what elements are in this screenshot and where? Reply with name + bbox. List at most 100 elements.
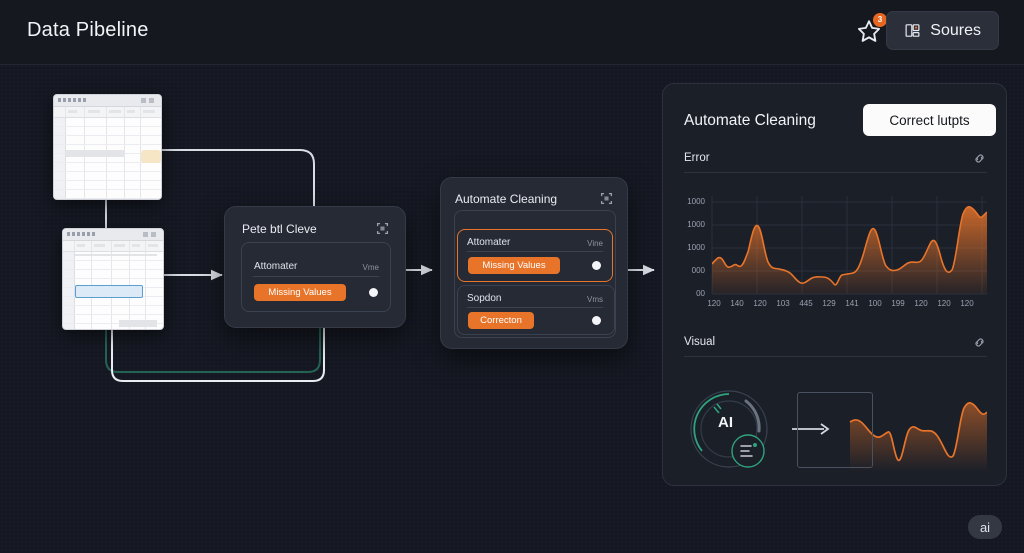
sheet-grid — [63, 252, 163, 329]
param-unit: Vme — [362, 263, 379, 272]
visual-section-label: Visual — [684, 336, 716, 348]
x-tick-label: 199 — [891, 299, 905, 308]
table-row — [54, 127, 161, 136]
page-title: Data Pibeline — [27, 19, 149, 41]
sheet-grid — [54, 118, 161, 200]
param-label: Attomater — [254, 261, 298, 272]
node-card[interactable]: Pete btl Cleve Attomater Vme Missing Val… — [224, 206, 406, 328]
error-section-label: Error — [684, 152, 710, 164]
error-chart-svg — [711, 196, 987, 295]
param-row[interactable]: Attomater Vme Missing Values — [242, 243, 390, 313]
y-tick-label: 000 — [691, 266, 705, 275]
sheet-column-headers — [63, 241, 163, 252]
sources-label: Soures — [930, 21, 981, 39]
table-row — [54, 181, 161, 190]
x-tick-label: 140 — [730, 299, 744, 308]
param-unit: Vms — [587, 295, 603, 304]
y-tick-label: 1000 — [687, 243, 705, 252]
x-tick-label: 120 — [707, 299, 721, 308]
node-card[interactable]: Automate Cleaning Attomater Vine Missing… — [440, 177, 628, 349]
table-row — [63, 315, 163, 324]
visual-svg — [690, 390, 988, 472]
link-icon[interactable] — [973, 336, 986, 349]
details-panel: Automate Cleaning Correct lutpts Error — [662, 83, 1007, 486]
table-row — [54, 136, 161, 145]
table-row — [63, 261, 163, 270]
param-row[interactable]: Sopdon Vms Correcton — [455, 285, 615, 335]
wire-loop — [111, 322, 325, 382]
wire-teal — [105, 315, 321, 373]
selected-row[interactable] — [75, 285, 143, 298]
x-tick-label: 120 — [914, 299, 928, 308]
x-tick-label: 120 — [937, 299, 951, 308]
visual-waveform — [849, 402, 988, 472]
param-toggle[interactable] — [592, 261, 601, 270]
panel-title: Automate Cleaning — [684, 112, 816, 129]
sheet-column-headers — [54, 107, 161, 118]
param-unit: Vine — [587, 239, 603, 248]
x-tick-label: 100 — [868, 299, 882, 308]
correct-inputs-button[interactable]: Correct lutpts — [863, 104, 996, 136]
param-label: Sopdon — [467, 293, 502, 304]
favorite-button[interactable]: 3 — [854, 13, 887, 47]
node-title: Pete btl Cleve — [242, 222, 317, 236]
error-chart: 1000 1000 1000 000 00 120 140 120 103 44… — [684, 196, 987, 311]
table-row — [54, 199, 161, 200]
node-body: Attomater Vine Missing Values Sopdon Vms… — [454, 210, 616, 338]
x-tick-label: 103 — [776, 299, 790, 308]
x-tick-label: 129 — [822, 299, 836, 308]
sources-button[interactable]: Soures — [886, 11, 999, 50]
x-tick-label: 120 — [753, 299, 767, 308]
pipeline-canvas: Pete btl Cleve Attomater Vme Missing Val… — [0, 65, 1024, 553]
y-tick-label: 1000 — [687, 197, 705, 206]
resize-icon[interactable] — [376, 222, 389, 235]
table-row — [63, 252, 163, 261]
sheet-title-text — [58, 98, 88, 102]
node-body: Attomater Vme Missing Values — [241, 242, 391, 312]
ai-watermark: ai — [968, 515, 1002, 539]
param-chip[interactable]: Missing Values — [254, 284, 346, 301]
table-row — [54, 163, 161, 172]
connector-layer — [105, 149, 655, 382]
table-row — [54, 118, 161, 127]
param-toggle[interactable] — [592, 316, 601, 325]
table-row — [54, 154, 161, 163]
window-controls — [143, 232, 159, 237]
resize-icon[interactable] — [600, 192, 613, 205]
link-icon[interactable] — [973, 152, 986, 165]
wire-top — [160, 149, 315, 206]
selection-box[interactable] — [797, 392, 873, 468]
sheet-titlebar — [63, 229, 163, 241]
y-tick-label: 00 — [696, 289, 705, 298]
visual-preview: AI — [684, 384, 988, 474]
sheet-title-text — [67, 232, 97, 236]
table-row — [63, 270, 163, 279]
app-header: Data Pibeline 3 Soures — [0, 0, 1024, 65]
ai-badge-graphic — [690, 390, 768, 468]
window-controls — [141, 98, 157, 103]
param-chip[interactable]: Missing Values — [468, 257, 560, 274]
param-row[interactable]: Attomater Vine Missing Values — [455, 229, 615, 282]
node-title: Automate Cleaning — [455, 192, 558, 206]
table-row — [63, 297, 163, 306]
param-toggle[interactable] — [369, 288, 378, 297]
table-row — [63, 324, 163, 329]
list-item[interactable] — [62, 228, 164, 330]
param-chip[interactable]: Correcton — [468, 312, 534, 329]
x-tick-label: 445 — [799, 299, 813, 308]
y-tick-label: 1000 — [687, 220, 705, 229]
favorite-badge: 3 — [873, 13, 887, 27]
table-row — [54, 190, 161, 199]
list-item[interactable] — [53, 94, 162, 200]
param-label: Attomater — [467, 237, 511, 248]
star-icon — [857, 20, 881, 42]
x-tick-label: 141 — [845, 299, 859, 308]
chart-series-error — [712, 205, 987, 294]
ai-badge-label: AI — [718, 414, 733, 431]
table-row — [63, 306, 163, 315]
x-tick-label: 120 — [960, 299, 974, 308]
sheet-titlebar — [54, 95, 161, 107]
param-row-highlight — [457, 229, 613, 282]
table-row — [54, 172, 161, 181]
